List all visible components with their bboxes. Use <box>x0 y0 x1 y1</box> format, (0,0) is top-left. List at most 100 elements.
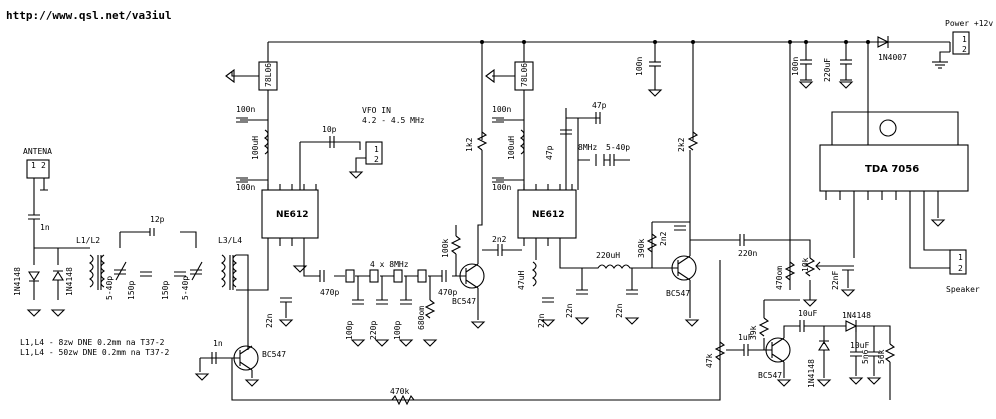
cap-12p <box>149 228 155 236</box>
vfo-title: VFO IN <box>362 106 391 115</box>
cap-220uf <box>840 59 852 81</box>
cap-10uf-b <box>850 326 862 376</box>
cap-2n2-b-label: 2n2 <box>659 231 668 246</box>
resistor-470k-label: 470k <box>390 387 409 396</box>
tda-heatsink <box>831 111 959 146</box>
regulator-2-label: 78L06 <box>520 63 529 87</box>
resistor-100k-label: 100k <box>441 239 450 258</box>
resistor-470k <box>391 394 415 406</box>
cap-100n-a <box>236 117 248 123</box>
antenna-connector <box>26 159 50 179</box>
resistor-470ohm <box>784 261 796 281</box>
transistor-1-wiring <box>199 345 253 378</box>
cap-5n6-label: 5n6 <box>861 349 870 364</box>
cap-100n-c <box>492 117 504 123</box>
supply-rail <box>267 41 951 290</box>
cap-10p <box>329 136 335 148</box>
power-pin-2: 2 <box>962 45 967 54</box>
speaker-pin-2: 2 <box>958 264 963 273</box>
mixer-1-label: NE612 <box>276 210 308 220</box>
speaker-pin-1: 1 <box>958 253 963 262</box>
vfo-pin-2: 2 <box>374 155 379 164</box>
inductor-47uh-label: 47uH <box>517 271 526 290</box>
cap-220n <box>739 234 745 246</box>
tda-mounting-hole <box>879 119 897 137</box>
transistor-1-label: BC547 <box>262 350 286 359</box>
trimmer-1 <box>114 261 127 281</box>
cap-10p-label: 10p <box>322 125 337 134</box>
mixer-1-chip <box>261 189 319 239</box>
cap-47p-b-label: 47p <box>592 101 607 110</box>
cap-100p-a-label: 100p <box>345 321 354 340</box>
vfo-pin-1: 1 <box>374 145 379 154</box>
inductor-100uh-b-label: 100uH <box>507 136 516 160</box>
cap-1uf-label: 1uF <box>738 333 753 342</box>
mixer-1-wiring <box>240 90 361 190</box>
trimmer-1-label: 5-40p <box>105 276 114 300</box>
cap-22nf <box>826 265 854 288</box>
resistor-680ohm-label: 680om <box>417 306 426 330</box>
resistor-39k <box>758 299 800 350</box>
resistor-2k2 <box>687 131 699 151</box>
cap-22n-b <box>542 297 554 303</box>
resistor-56k <box>884 343 896 400</box>
transformer-l1-l2 <box>89 254 105 290</box>
trimmer-3-label: 5-40p <box>606 143 630 152</box>
cap-10uf-a-label: 10uF <box>798 309 817 318</box>
inductor-100uh-b <box>520 129 525 155</box>
cap-100n-c-label: 100n <box>492 105 511 114</box>
resistor-56k-label: 56k <box>877 349 886 364</box>
transistor-2-label: BC547 <box>452 297 476 306</box>
regulator-2-ground <box>485 68 515 84</box>
cap-100n-supply-label: 100n <box>791 57 800 76</box>
power-label: Power +12v <box>945 19 993 28</box>
cap-2n2-a <box>482 244 522 256</box>
trimmer-2-label: 5-40p <box>181 276 190 300</box>
cap-22n-a <box>280 297 292 318</box>
resistor-2k2-label: 2k2 <box>677 137 686 152</box>
transistor-4-wiring <box>771 325 800 378</box>
mixer-1-pins <box>267 184 317 246</box>
cap-100n-a-label: 100n <box>236 105 255 114</box>
cap-100p-b-label: 100p <box>393 321 402 340</box>
cap-47p-a <box>560 129 572 135</box>
agc-feedback-wire <box>231 260 721 401</box>
pot-47k <box>714 341 736 361</box>
power-pin-1: 1 <box>962 35 967 44</box>
inductor-100uh-a-label: 100uH <box>251 136 260 160</box>
diode-1n4148-d-label: 1N4148 <box>842 311 871 320</box>
transistor-3-label: BC547 <box>666 289 690 298</box>
mixer-2-wiring <box>496 90 600 190</box>
cap-10uf-b-label: 10uF <box>850 341 869 350</box>
cap-5n6 <box>868 326 880 376</box>
cap-470p-b-label: 470p <box>438 288 457 297</box>
diode-1n4148-c-label: 1N4148 <box>807 359 816 388</box>
transistor-4 <box>765 337 791 363</box>
inductor-47uh <box>532 246 537 287</box>
crystal-filter-wiring <box>303 246 460 300</box>
cap-22n-c-label: 22n <box>565 303 574 318</box>
cap-220p <box>376 299 388 305</box>
antenna-pin-1: 1 <box>31 161 36 170</box>
cap-1n-b <box>211 352 217 364</box>
cap-22n-c <box>576 268 588 295</box>
resistor-390k-label: 390k <box>637 239 646 258</box>
cap-22n-d-label: 22n <box>615 303 624 318</box>
mixer-2-label: NE612 <box>532 210 564 220</box>
cap-100n-b2-label: 100n <box>635 57 644 76</box>
cap-100n-supply <box>800 59 812 81</box>
diode-1n4148-b: 1N4148 <box>65 267 74 296</box>
speaker-connector <box>949 249 967 275</box>
cap-100n-d-label: 100n <box>492 183 511 192</box>
resistor-470ohm-label: 470om <box>775 266 784 290</box>
resistor-680ohm <box>424 299 436 319</box>
xtal-8mhz-trimmer <box>578 154 630 166</box>
pot-10k <box>804 257 826 300</box>
diode-pair-antenna <box>28 270 64 300</box>
cap-47p-b <box>595 112 601 124</box>
audio-coupling-wire <box>690 239 811 258</box>
power-connector <box>952 31 970 55</box>
header-url: http://www.qsl.net/va3iul <box>6 9 172 22</box>
crystals-label: 4 x 8MHz <box>370 260 409 269</box>
